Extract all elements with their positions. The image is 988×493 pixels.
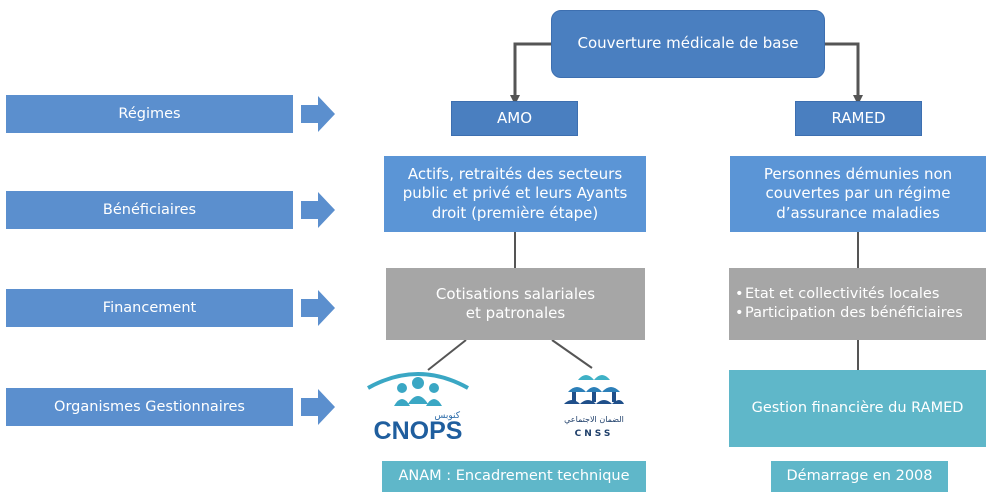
row-label-regimes: Régimes	[6, 95, 293, 133]
connector-top-to-amo	[510, 42, 551, 105]
cnss-logo-text: CNSS	[575, 429, 614, 439]
regime-ramed-box: RAMED	[795, 101, 922, 136]
regime-ramed-label: RAMED	[831, 108, 886, 127]
arrow-regimes	[301, 96, 335, 132]
ramed-financement-text: Etat et collectivités locales	[745, 286, 940, 303]
row-label-financement: Financement	[6, 289, 293, 327]
top-box-couverture: Couverture médicale de base	[551, 10, 825, 78]
connector-top-to-ramed	[825, 42, 863, 105]
ramed-gestion-box: Gestion financière du RAMED	[729, 370, 986, 447]
amo-footer-box: ANAM : Encadrement technique	[382, 461, 646, 492]
ramed-gestion-label: Gestion financière du RAMED	[751, 400, 964, 417]
cnss-logo-arabic: الضمان الاجتماعي	[564, 415, 624, 424]
ramed-financement-item: • Participation des bénéficiaires	[735, 305, 963, 321]
connector-fin-cnops	[427, 339, 467, 371]
ramed-footer-label: Démarrage en 2008	[786, 468, 933, 485]
cnops-logo-arabic: كنوبس	[434, 411, 460, 421]
row-label-beneficiaires: Bénéficiaires	[6, 191, 293, 229]
ramed-footer-box: Démarrage en 2008	[771, 461, 948, 492]
ramed-beneficiaires-box: Personnes démunies non couvertes par un …	[730, 156, 986, 232]
ramed-beneficiaires-line: Personnes démunies non	[763, 164, 953, 183]
row-label-text: Financement	[102, 299, 197, 316]
amo-financement-line: Cotisations salariales	[435, 284, 596, 303]
row-label-text: Régimes	[118, 105, 181, 122]
row-label-organismes: Organismes Gestionnaires	[6, 388, 293, 426]
regime-amo-label: AMO	[496, 108, 532, 127]
arrow-financement	[301, 290, 335, 326]
row-label-text: Organismes Gestionnaires	[54, 398, 245, 415]
connector-fin-cnss	[551, 339, 593, 369]
ramed-financement-item: • Etat et collectivités locales	[735, 286, 940, 303]
amo-financement-box: Cotisations salariales et patronales	[386, 268, 645, 340]
amo-beneficiaires-box: Actifs, retraités des secteurs public et…	[384, 156, 646, 232]
cnops-logo: كنوبس CNOPS	[362, 366, 474, 446]
regime-amo-box: AMO	[451, 101, 578, 136]
ramed-financement-box: • Etat et collectivités locales • Partic…	[729, 268, 986, 340]
amo-beneficiaires-line: Actifs, retraités des secteurs	[407, 164, 623, 183]
arrow-beneficiaires	[301, 192, 335, 228]
top-box-label: Couverture médicale de base	[577, 34, 799, 53]
cnss-logo: الضمان الاجتماعي CNSS	[558, 366, 630, 446]
amo-financement-line: et patronales	[465, 304, 566, 322]
amo-beneficiaires-line: droit (première étape)	[431, 203, 599, 222]
ramed-beneficiaires-line: couvertes par un régime	[765, 184, 951, 203]
row-label-text: Bénéficiaires	[102, 201, 197, 218]
amo-footer-label: ANAM : Encadrement technique	[398, 468, 630, 485]
ramed-beneficiaires-line: d’assurance maladies	[776, 203, 940, 222]
amo-beneficiaires-line: public et privé et leurs Ayants	[402, 184, 628, 203]
cnops-logo-text: CNOPS	[374, 417, 463, 445]
ramed-financement-text: Participation des bénéficiaires	[745, 305, 963, 321]
arrow-organismes	[301, 389, 335, 425]
